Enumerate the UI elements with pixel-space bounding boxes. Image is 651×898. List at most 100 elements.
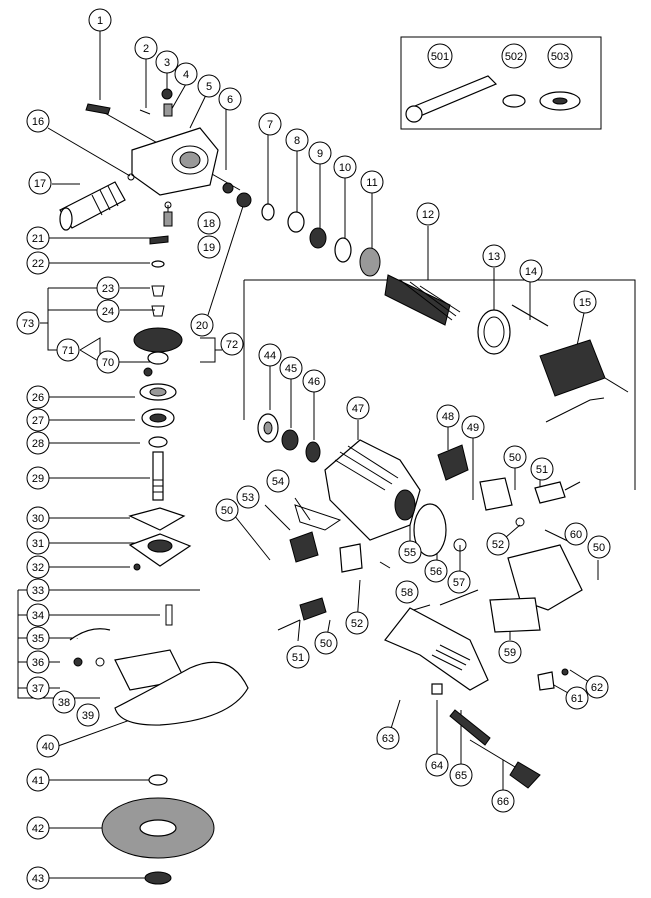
callout-4: 4 [174,62,198,86]
callout-label-503: 503 [551,51,569,63]
callout-label-4: 4 [183,69,189,81]
callout-label-52a: 52 [492,539,504,551]
stator [539,339,606,397]
callout-8: 8 [285,128,309,152]
callout-label-50c: 50 [593,542,605,554]
callout-49: 49 [461,415,485,439]
callout-label-40: 40 [42,741,54,753]
callout-38: 38 [52,690,76,714]
callout-33: 33 [26,578,50,602]
callout-label-70: 70 [102,357,114,369]
callout-50c: 50 [587,535,611,559]
callout-label-26: 26 [32,392,44,404]
callout-51a: 51 [530,457,554,481]
gear-case-assembly [59,88,252,317]
callout-58: 58 [395,580,419,604]
callout-64: 64 [425,753,449,777]
callouts: 1 2 3 4 5 6 7 8 9 10 11 12 13 14 15 16 1… [16,8,611,890]
callout-501: 501 [427,43,453,69]
callout-label-58: 58 [401,587,413,599]
callout-73: 73 [16,311,40,335]
callout-24: 24 [96,299,120,323]
callout-72: 72 [220,332,244,356]
callout-48: 48 [436,404,460,428]
callout-9: 9 [308,141,332,165]
callout-label-51b: 51 [292,652,304,664]
callout-label-59: 59 [504,647,516,659]
callout-62: 62 [585,675,609,699]
spindle [152,451,164,501]
callout-label-50d: 50 [320,638,332,650]
callout-2: 2 [134,36,158,60]
callout-12: 12 [416,202,440,226]
fan-guide [477,309,511,355]
callout-label-15: 15 [579,297,591,309]
callout-21: 21 [26,226,50,250]
callout-label-31: 31 [32,538,44,550]
callout-36: 36 [26,650,50,674]
callout-59: 59 [498,640,522,664]
callout-28: 28 [26,431,50,455]
callout-label-8: 8 [294,135,300,147]
housing-assembly [257,413,581,631]
callout-label-36: 36 [32,657,44,669]
callout-label-9: 9 [317,148,323,160]
callout-14: 14 [519,259,543,283]
callout-47: 47 [346,396,370,420]
callout-18: 18 [197,211,221,235]
callout-39: 39 [76,703,100,727]
handle-assembly [384,544,583,789]
callout-label-61: 61 [571,693,583,705]
callout-42: 42 [26,816,50,840]
callout-label-24: 24 [102,306,114,318]
callout-52b: 52 [345,611,369,635]
callout-15: 15 [573,290,597,314]
callout-label-51a: 51 [536,464,548,476]
callout-5: 5 [197,74,221,98]
callout-30: 30 [26,506,50,530]
callout-65: 65 [449,763,473,787]
callout-label-14: 14 [525,266,537,278]
callout-23: 23 [96,276,120,300]
callout-10: 10 [333,155,357,179]
callout-label-19: 19 [203,242,215,254]
callout-label-46: 46 [308,376,320,388]
callout-label-5: 5 [206,81,212,93]
callout-label-48: 48 [442,411,454,423]
callout-50a: 50 [503,445,527,469]
accessory-box [400,36,602,130]
callout-502: 502 [501,43,527,69]
callout-label-501: 501 [431,51,449,63]
screw-1 [85,103,111,115]
callout-label-41: 41 [32,775,44,787]
callout-label-65: 65 [455,770,467,782]
callout-54: 54 [266,469,290,493]
callout-label-56: 56 [430,566,442,578]
callout-60: 60 [564,522,588,546]
packing [128,507,186,531]
callout-63: 63 [376,726,400,750]
callout-label-30: 30 [32,513,44,525]
callout-label-39: 39 [82,710,94,722]
callout-37: 37 [26,676,50,700]
callout-34: 34 [26,603,50,627]
callout-label-72: 72 [226,339,238,351]
callout-503: 503 [547,43,573,69]
callout-label-38: 38 [58,697,70,709]
callout-label-1: 1 [97,15,103,27]
spindle-assembly [69,327,249,885]
callout-label-2: 2 [143,43,149,55]
callout-label-29: 29 [32,473,44,485]
callout-50b: 50 [215,498,239,522]
callout-label-23: 23 [102,283,114,295]
callout-45: 45 [279,356,303,380]
callout-41: 41 [26,768,50,792]
callout-53: 53 [236,485,260,509]
callout-44: 44 [258,343,282,367]
callout-label-28: 28 [32,438,44,450]
callout-27: 27 [26,408,50,432]
callout-6: 6 [218,87,242,111]
callout-label-71: 71 [62,345,74,357]
